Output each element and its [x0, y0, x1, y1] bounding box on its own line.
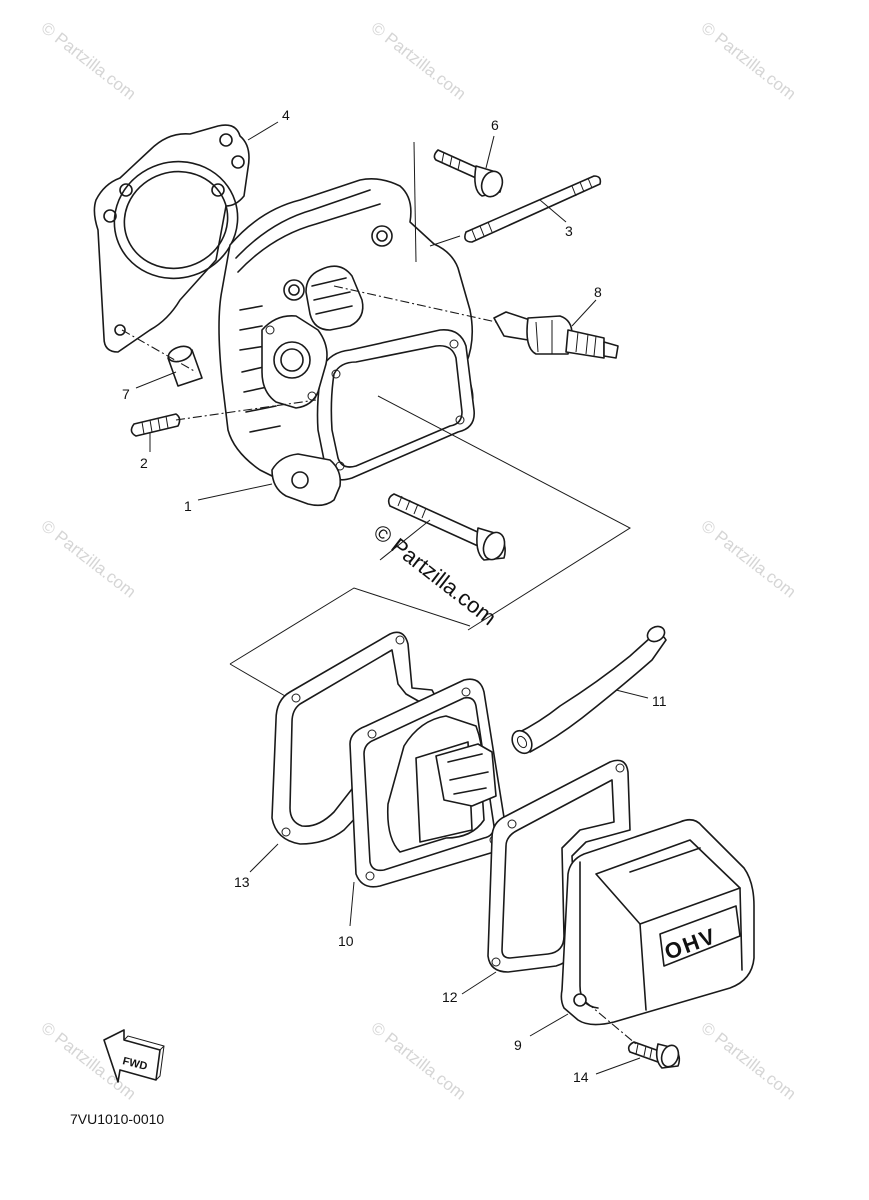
leader-lines — [135, 121, 649, 1075]
callout-14: 14 — [573, 1069, 589, 1085]
fwd-arrow-icon: FWD — [103, 1029, 165, 1083]
callout-7: 7 — [122, 386, 130, 402]
callout-1: 1 — [184, 498, 192, 514]
fwd-label: FWD — [121, 1055, 148, 1073]
callout-3: 3 — [565, 223, 573, 239]
watermark: © Partzilla.com — [38, 18, 140, 104]
callout-6: 6 — [491, 117, 499, 133]
part-breather-hose-11 — [511, 625, 667, 755]
part-stud-3 — [464, 175, 602, 243]
watermark: © Partzilla.com — [38, 516, 140, 602]
part-cylinder-head — [218, 178, 475, 507]
center-lines — [121, 141, 632, 701]
callout-11: 11 — [652, 693, 667, 709]
watermark: © Partzilla.com — [698, 516, 800, 602]
part-breather-plate-10 — [349, 678, 508, 888]
callout-4: 4 — [282, 107, 290, 123]
part-stud-2 — [130, 413, 181, 437]
watermark: © Partzilla.com — [698, 18, 800, 104]
callout-2: 2 — [140, 455, 148, 471]
part-rocker-cover-9: OHV — [560, 818, 755, 1026]
callout-10: 10 — [338, 933, 354, 949]
part-bolt-6 — [433, 149, 504, 198]
watermark: © Partzilla.com — [698, 1018, 800, 1104]
part-dowel-7 — [167, 345, 203, 387]
part-bolt-5 — [387, 493, 506, 561]
callout-8: 8 — [594, 284, 602, 300]
watermark: © Partzilla.com — [368, 18, 470, 104]
part-bolt-14 — [627, 1041, 681, 1069]
callout-12: 12 — [442, 989, 458, 1005]
diagram-code: 7VU1010-0010 — [70, 1111, 164, 1127]
callout-labels: 4 6 3 8 7 2 1 11 13 10 12 9 14 — [122, 107, 667, 1085]
part-head-gasket — [93, 124, 250, 353]
part-spark-plug — [493, 311, 619, 359]
watermark: © Partzilla.com — [368, 1018, 470, 1104]
callout-9: 9 — [514, 1037, 522, 1053]
callout-13: 13 — [234, 874, 250, 890]
